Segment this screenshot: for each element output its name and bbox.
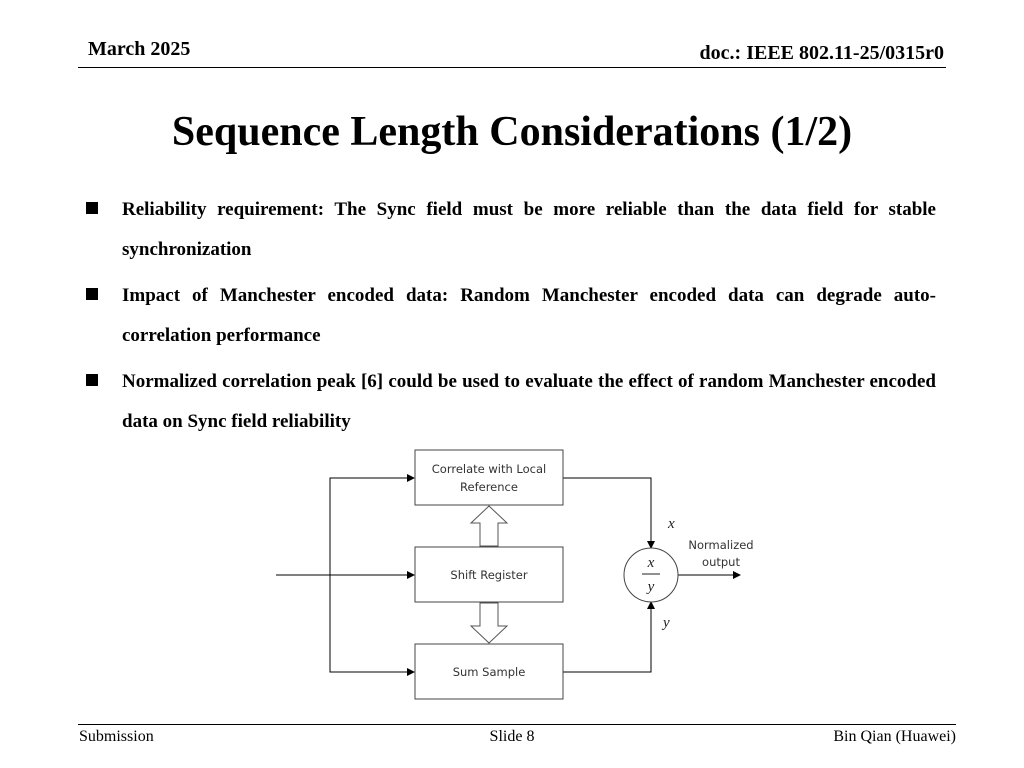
- square-bullet-icon: [86, 288, 98, 300]
- header-date: March 2025: [88, 38, 191, 60]
- y-input-label: y: [661, 615, 670, 631]
- square-bullet-icon: [86, 374, 98, 386]
- bullet-item: Reliability requirement: The Sync field …: [86, 190, 936, 270]
- hollow-down-arrow-icon: [469, 602, 509, 644]
- correlate-block: [414, 449, 564, 506]
- header-rule: [78, 67, 946, 68]
- output-label-line1: Normalized: [688, 538, 753, 552]
- shift-register-label: Shift Register: [450, 568, 527, 582]
- footer-rule: [78, 724, 956, 725]
- footer-slide-number: Slide 8: [489, 728, 535, 745]
- bullet-text: Impact of Manchester encoded data: Rando…: [122, 285, 936, 346]
- bullet-text: Reliability requirement: The Sync field …: [122, 199, 936, 260]
- bullet-item: Normalized correlation peak [6] could be…: [86, 362, 936, 442]
- square-bullet-icon: [86, 202, 98, 214]
- sum-sample-block: [414, 643, 564, 700]
- bullet-item: Impact of Manchester encoded data: Rando…: [86, 276, 936, 356]
- bullet-text: Normalized correlation peak [6] could be…: [122, 371, 936, 432]
- ratio-denominator: y: [646, 579, 655, 595]
- slide-title: Sequence Length Considerations (1/2): [171, 109, 853, 155]
- divider-node: [623, 547, 679, 603]
- ratio-numerator: x: [647, 555, 655, 571]
- correlate-label-line2: Reference: [460, 480, 518, 494]
- hollow-up-arrow-icon: [469, 505, 509, 547]
- block-diagram: Correlate with Local Reference Shift Reg…: [276, 449, 754, 700]
- input-branch-lines: [276, 474, 741, 676]
- x-input-label: x: [667, 516, 675, 532]
- bullet-list: Reliability requirement: The Sync field …: [86, 190, 936, 448]
- sum-sample-label: Sum Sample: [453, 665, 526, 679]
- correlate-label-line1: Correlate with Local: [432, 462, 546, 476]
- header-doc-id: doc.: IEEE 802.11-25/0315r0: [699, 42, 944, 64]
- footer-submission: Submission: [79, 728, 154, 745]
- footer-author: Bin Qian (Huawei): [833, 728, 956, 745]
- shift-register-block: [414, 546, 564, 603]
- output-label-line2: output: [702, 555, 740, 569]
